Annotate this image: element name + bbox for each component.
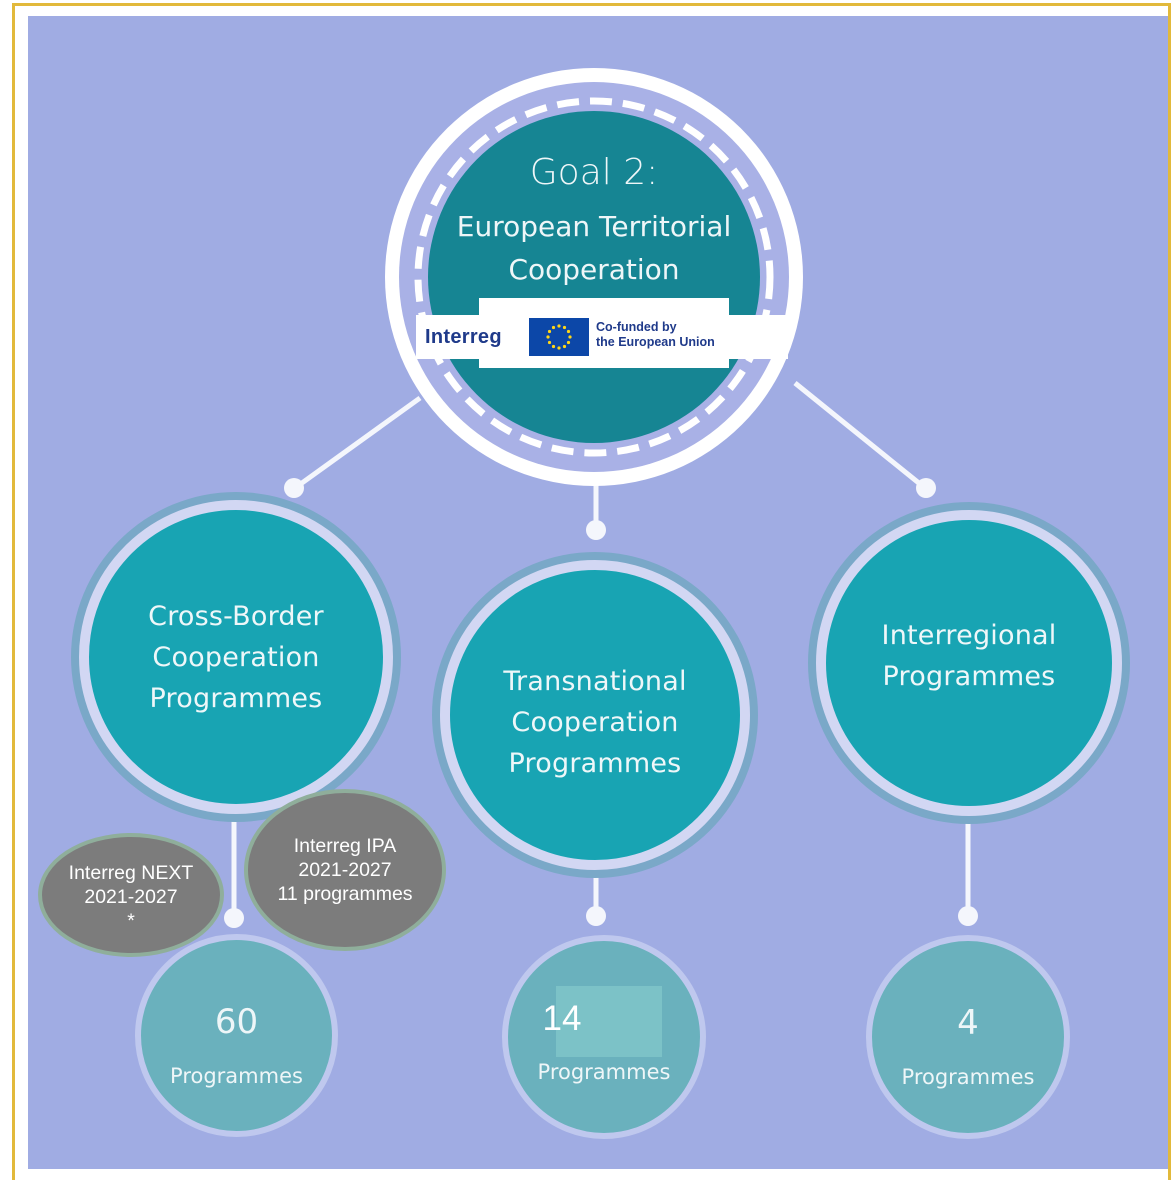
- interreg-ipa-note: Interreg IPA 2021-2027 11 programmes: [244, 789, 446, 951]
- transnational-count-label: Programmes: [537, 1060, 671, 1084]
- connector-goal-to-inter: [793, 381, 927, 490]
- interreg-ipa-text: Interreg IPA 2021-2027 11 programmes: [277, 835, 413, 905]
- eu-flag-icon: [529, 318, 589, 356]
- connector-dot-inter-bottom: [958, 906, 978, 926]
- transnational-circle: Transnational Cooperation Programmes: [440, 560, 750, 870]
- highlight-box: [556, 986, 662, 1057]
- interregional-count: 4: [957, 1003, 979, 1043]
- cofunded-text: Co-funded by the European Union: [596, 320, 715, 349]
- interreg-next-text: Interreg NEXT 2021-2027 *: [68, 862, 194, 932]
- interreg-logo: Interreg Co-funded by the European Union: [416, 315, 788, 359]
- cross-border-count: 60: [214, 1002, 259, 1042]
- interreg-next-note: Interreg NEXT 2021-2027 *: [38, 833, 224, 957]
- connector-dot-cross-bottom: [224, 908, 244, 928]
- connector-dot-inter-top: [916, 478, 936, 498]
- connector-dot-trans-top: [586, 520, 606, 540]
- cross-border-label: Cross-Border Cooperation Programmes: [148, 600, 324, 714]
- cross-border-circle: Cross-Border Cooperation Programmes: [79, 500, 393, 814]
- goal-subtitle: European Territorial Cooperation: [456, 210, 732, 286]
- goal-circle: [428, 111, 760, 443]
- interregional-count-label: Programmes: [901, 1065, 1035, 1089]
- interregional-circle: Interregional Programmes: [816, 510, 1122, 816]
- connector-dot-trans-bottom: [586, 906, 606, 926]
- goal-title: Goal 2:: [529, 152, 659, 193]
- transnational-label: Transnational Cooperation Programmes: [503, 665, 687, 779]
- goal-dashed-ring: [414, 97, 774, 457]
- interregional-count-circle: 4 Programmes: [866, 935, 1070, 1139]
- connector-dot-cross-top: [284, 478, 304, 498]
- cross-border-count-label: Programmes: [170, 1064, 303, 1088]
- interregional-label: Interregional Programmes: [881, 620, 1057, 692]
- interreg-wordmark: Interreg: [425, 325, 502, 348]
- transnational-count: 14: [542, 999, 582, 1038]
- cross-border-count-circle: 60 Programmes: [135, 934, 338, 1137]
- connector-goal-to-cross: [293, 395, 422, 491]
- transnational-count-text: 14 Programmes: [502, 935, 706, 1139]
